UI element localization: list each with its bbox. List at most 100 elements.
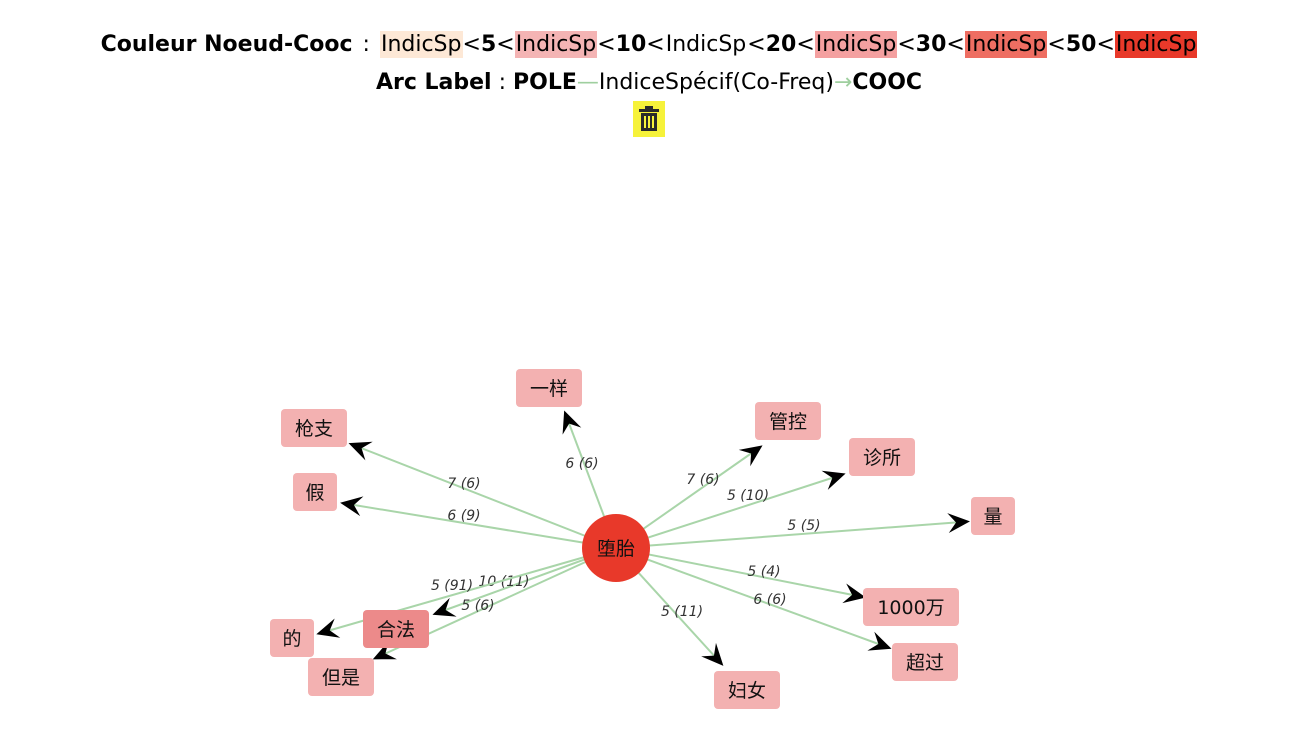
node-box — [863, 588, 959, 626]
legend-lt: < — [597, 32, 616, 57]
node-box — [281, 409, 347, 447]
legend-lt: < — [1096, 32, 1115, 57]
arrowhead-guankong — [738, 445, 763, 467]
node-box — [270, 619, 314, 657]
node-box — [849, 438, 915, 476]
edge-jia — [347, 503, 617, 549]
node-box — [892, 643, 958, 681]
arrowhead-hefa — [432, 597, 457, 617]
node-de[interactable]: 的 — [270, 619, 314, 657]
legend-swatch-4: IndicSp — [964, 31, 1048, 58]
edge-liang — [615, 521, 963, 549]
edge-label-qianwan: 5 (4) — [747, 564, 780, 580]
arc-label-legend: Arc Label : POLE—IndiceSpécif(Co-Freq)→C… — [0, 66, 1298, 100]
node-box — [755, 402, 821, 440]
legend-colon: : — [362, 32, 370, 57]
arrowhead-jia — [340, 496, 364, 517]
node-liang[interactable]: 量 — [971, 497, 1015, 535]
legend-lt: < — [462, 32, 481, 57]
edge-label-qiangzhi: 7 (6) — [447, 476, 480, 492]
edge-qianwan — [615, 547, 859, 597]
node-label: 量 — [983, 506, 1002, 528]
legend-swatch-0: IndicSp — [379, 31, 463, 58]
legend-lt: < — [496, 32, 515, 57]
legend-swatch-5: IndicSp — [1114, 31, 1198, 58]
arrowhead-zhensuo — [821, 470, 846, 490]
node-label: 假 — [305, 482, 324, 504]
arrowhead-yiyang — [562, 410, 582, 435]
edge-label-jia: 6 (9) — [447, 508, 480, 524]
node-box — [363, 610, 429, 648]
edge-label-danshi: 5 (6) — [461, 598, 494, 614]
node-box — [971, 497, 1015, 535]
edge-zhensuo — [615, 475, 839, 549]
legend-pole: POLE — [513, 70, 577, 95]
legend-lt: < — [946, 32, 965, 57]
node-label: 但是 — [322, 667, 360, 689]
center-node[interactable]: 堕胎 — [582, 514, 650, 582]
legend-threshold-50: 50 — [1065, 32, 1097, 57]
node-qianwan[interactable]: 1000万 — [863, 588, 959, 626]
legend-swatch-1: IndicSp — [514, 31, 598, 58]
edge-label-chaoguo: 6 (6) — [753, 592, 786, 608]
legend-colon: : — [498, 70, 507, 95]
node-chaoguo[interactable]: 超过 — [892, 643, 958, 681]
legend-node-title: Couleur Noeud-Cooc — [100, 32, 353, 57]
arrowhead-liang — [947, 513, 970, 534]
node-jia[interactable]: 假 — [293, 473, 337, 511]
legend-lt: < — [1047, 32, 1066, 57]
legend-cooc: COOC — [852, 70, 923, 95]
node-label: 的 — [282, 628, 301, 650]
arrowhead-chaoguo — [867, 631, 892, 651]
node-zhensuo[interactable]: 诊所 — [849, 438, 915, 476]
edge-label-zhensuo: 5 (10) — [727, 488, 769, 504]
node-hefa[interactable]: 合法 — [363, 610, 429, 648]
node-box — [293, 473, 337, 511]
legend-threshold-5: 5 — [480, 32, 497, 57]
node-qiangzhi[interactable]: 枪支 — [281, 409, 347, 447]
edge-label-de: 5 (91) — [431, 578, 473, 594]
legend-lt: < — [897, 32, 916, 57]
legend-threshold-20: 20 — [765, 32, 797, 57]
node-label: 一样 — [530, 378, 568, 400]
center-label: 堕胎 — [597, 538, 635, 560]
legend-swatch-3: IndicSp — [814, 31, 898, 58]
node-label: 1000万 — [877, 597, 944, 619]
legend-threshold-30: 30 — [915, 32, 947, 57]
node-label: 诊所 — [863, 447, 901, 469]
edge-label-guankong: 7 (6) — [686, 472, 719, 488]
arrowhead-qianwan — [842, 583, 866, 604]
node-yiyang[interactable]: 一样 — [516, 369, 582, 407]
edge-label-liang: 5 (5) — [787, 518, 820, 534]
node-label: 管控 — [769, 411, 807, 433]
node-funu[interactable]: 妇女 — [714, 671, 780, 709]
arrowhead-funu — [701, 642, 724, 666]
node-box — [516, 369, 582, 407]
legend-swatch-2: IndicSp — [664, 31, 748, 58]
node-label: 枪支 — [295, 418, 333, 440]
legend-indice: IndiceSpécif(Co-Freq) — [598, 70, 834, 95]
node-label: 合法 — [377, 619, 415, 641]
edge-qiangzhi — [355, 445, 617, 549]
legend-arc-title: Arc Label — [375, 70, 492, 95]
delete-button[interactable] — [633, 101, 665, 137]
edge-label-yiyang: 6 (6) — [565, 456, 598, 472]
node-box — [308, 658, 374, 696]
legend-lt: < — [796, 32, 815, 57]
trash-icon — [639, 106, 659, 131]
node-label: 超过 — [906, 652, 944, 674]
node-danshi[interactable]: 但是 — [308, 658, 374, 696]
node-color-legend: Couleur Noeud-Cooc : IndicSp<5<IndicSp<1… — [0, 28, 1298, 62]
edge-label-funu: 5 (11) — [661, 604, 703, 620]
arrowhead-danshi — [372, 641, 397, 660]
legend-dash: — — [576, 70, 599, 95]
node-guankong[interactable]: 管控 — [755, 402, 821, 440]
legend-lt: < — [646, 32, 665, 57]
legend-arrow: → — [833, 70, 853, 95]
center-circle — [582, 514, 650, 582]
legend-threshold-10: 10 — [615, 32, 647, 57]
arrowhead-de — [316, 618, 341, 638]
edge-label-hefa: 10 (11) — [478, 574, 529, 590]
node-box — [714, 671, 780, 709]
